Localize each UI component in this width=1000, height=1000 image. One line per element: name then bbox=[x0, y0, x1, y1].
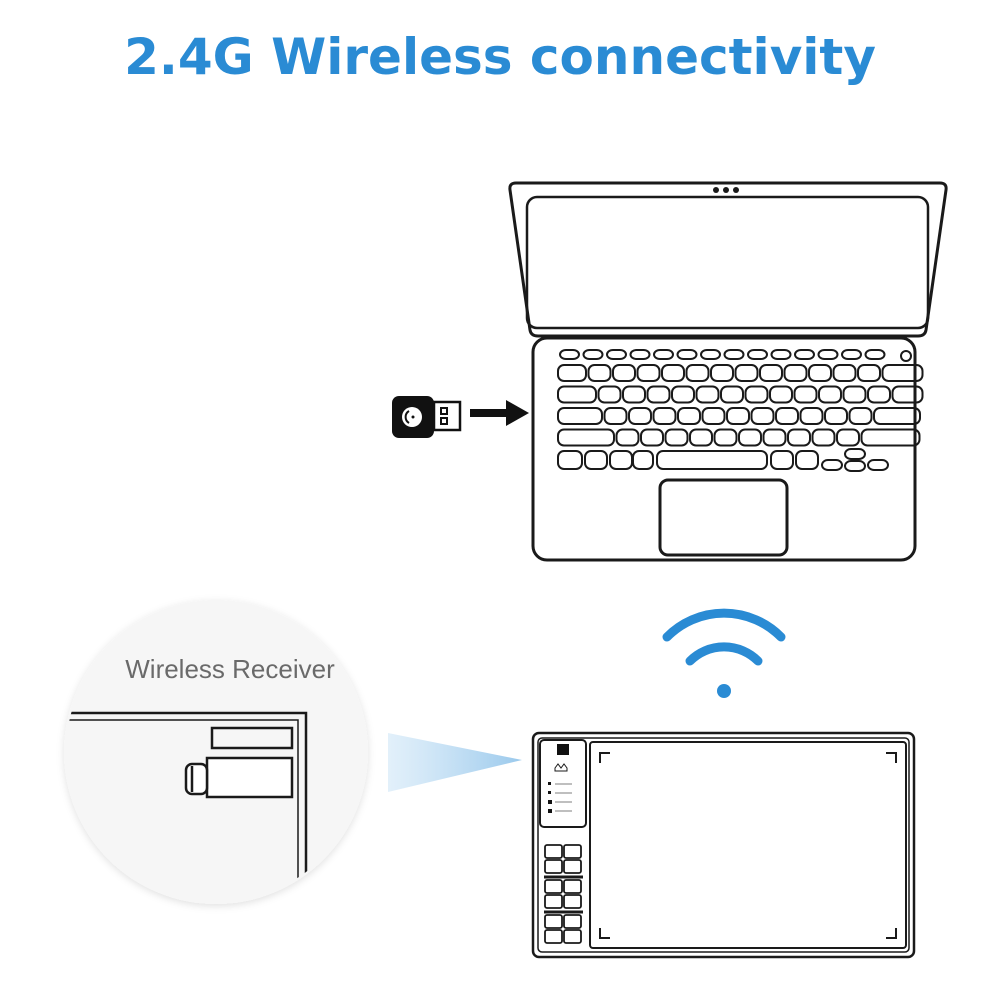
key bbox=[857, 364, 881, 382]
key bbox=[726, 407, 750, 425]
drawing-tablet-icon bbox=[531, 731, 916, 959]
key bbox=[557, 450, 583, 470]
key bbox=[817, 349, 839, 360]
key bbox=[836, 428, 860, 447]
laptop-icon bbox=[508, 181, 948, 562]
tablet-express-key bbox=[563, 929, 582, 944]
key bbox=[747, 349, 768, 360]
tablet-express-key bbox=[563, 859, 582, 874]
key bbox=[795, 450, 819, 470]
key bbox=[710, 364, 734, 382]
key bbox=[818, 385, 842, 404]
key bbox=[762, 428, 787, 447]
key bbox=[559, 349, 580, 360]
wifi-icon bbox=[662, 608, 786, 698]
key bbox=[744, 385, 769, 404]
key bbox=[664, 428, 689, 447]
key bbox=[844, 448, 866, 460]
key bbox=[557, 428, 615, 447]
key bbox=[738, 428, 762, 447]
wireless-receiver-label: Wireless Receiver bbox=[125, 654, 335, 684]
key bbox=[783, 364, 808, 382]
key bbox=[603, 407, 628, 425]
page-title: 2.4G Wireless connectivity bbox=[124, 28, 876, 86]
key bbox=[842, 385, 867, 404]
key bbox=[759, 364, 783, 382]
key bbox=[750, 407, 775, 425]
key bbox=[775, 407, 799, 425]
key bbox=[632, 450, 654, 470]
key bbox=[628, 407, 652, 425]
key bbox=[676, 349, 698, 360]
key bbox=[844, 460, 866, 472]
key bbox=[881, 364, 924, 382]
tablet-express-key bbox=[544, 859, 563, 874]
key bbox=[808, 364, 832, 382]
key bbox=[860, 428, 921, 447]
key bbox=[652, 407, 677, 425]
key bbox=[720, 385, 744, 404]
key bbox=[701, 407, 726, 425]
key bbox=[821, 459, 843, 471]
key bbox=[799, 407, 824, 425]
usb-dongle-icon bbox=[392, 396, 462, 438]
key bbox=[615, 428, 640, 447]
tablet-express-key bbox=[563, 879, 582, 894]
key bbox=[557, 407, 603, 425]
key bbox=[787, 428, 811, 447]
key bbox=[841, 349, 862, 360]
key bbox=[661, 364, 685, 382]
key bbox=[811, 428, 836, 447]
key bbox=[636, 364, 661, 382]
key bbox=[640, 428, 664, 447]
arrow-right-icon bbox=[470, 400, 529, 426]
keyboard bbox=[557, 349, 924, 472]
tablet-express-key bbox=[563, 844, 582, 859]
key bbox=[695, 385, 720, 404]
tablet-express-key bbox=[544, 929, 563, 944]
key bbox=[685, 364, 710, 382]
key bbox=[700, 349, 721, 360]
key bbox=[612, 364, 636, 382]
key bbox=[677, 407, 701, 425]
key bbox=[653, 349, 674, 360]
key bbox=[557, 385, 597, 404]
key bbox=[867, 459, 889, 471]
tablet-express-key bbox=[544, 844, 563, 859]
key bbox=[671, 385, 695, 404]
key bbox=[622, 385, 646, 404]
key bbox=[769, 385, 793, 404]
key bbox=[587, 364, 612, 382]
key bbox=[770, 349, 792, 360]
tablet-express-key bbox=[544, 894, 563, 909]
key bbox=[723, 349, 745, 360]
key bbox=[606, 349, 627, 360]
key bbox=[713, 428, 738, 447]
key bbox=[656, 450, 768, 470]
key bbox=[689, 428, 713, 447]
tablet-express-key bbox=[563, 914, 582, 929]
key bbox=[794, 349, 815, 360]
tablet-express-key bbox=[544, 879, 563, 894]
key bbox=[832, 364, 857, 382]
key bbox=[629, 349, 651, 360]
key bbox=[582, 349, 604, 360]
key bbox=[848, 407, 873, 425]
key bbox=[584, 450, 608, 470]
key bbox=[867, 385, 891, 404]
key bbox=[793, 385, 818, 404]
key bbox=[597, 385, 622, 404]
tablet-express-key bbox=[544, 914, 563, 929]
key bbox=[557, 364, 587, 382]
key bbox=[770, 450, 794, 470]
wireless-receiver-callout: Wireless Receiver bbox=[64, 600, 368, 904]
key bbox=[646, 385, 671, 404]
zoom-beam bbox=[388, 733, 522, 792]
tablet-express-key bbox=[563, 894, 582, 909]
key bbox=[824, 407, 848, 425]
key bbox=[873, 407, 921, 425]
key bbox=[864, 349, 886, 360]
key bbox=[734, 364, 759, 382]
key bbox=[891, 385, 924, 404]
